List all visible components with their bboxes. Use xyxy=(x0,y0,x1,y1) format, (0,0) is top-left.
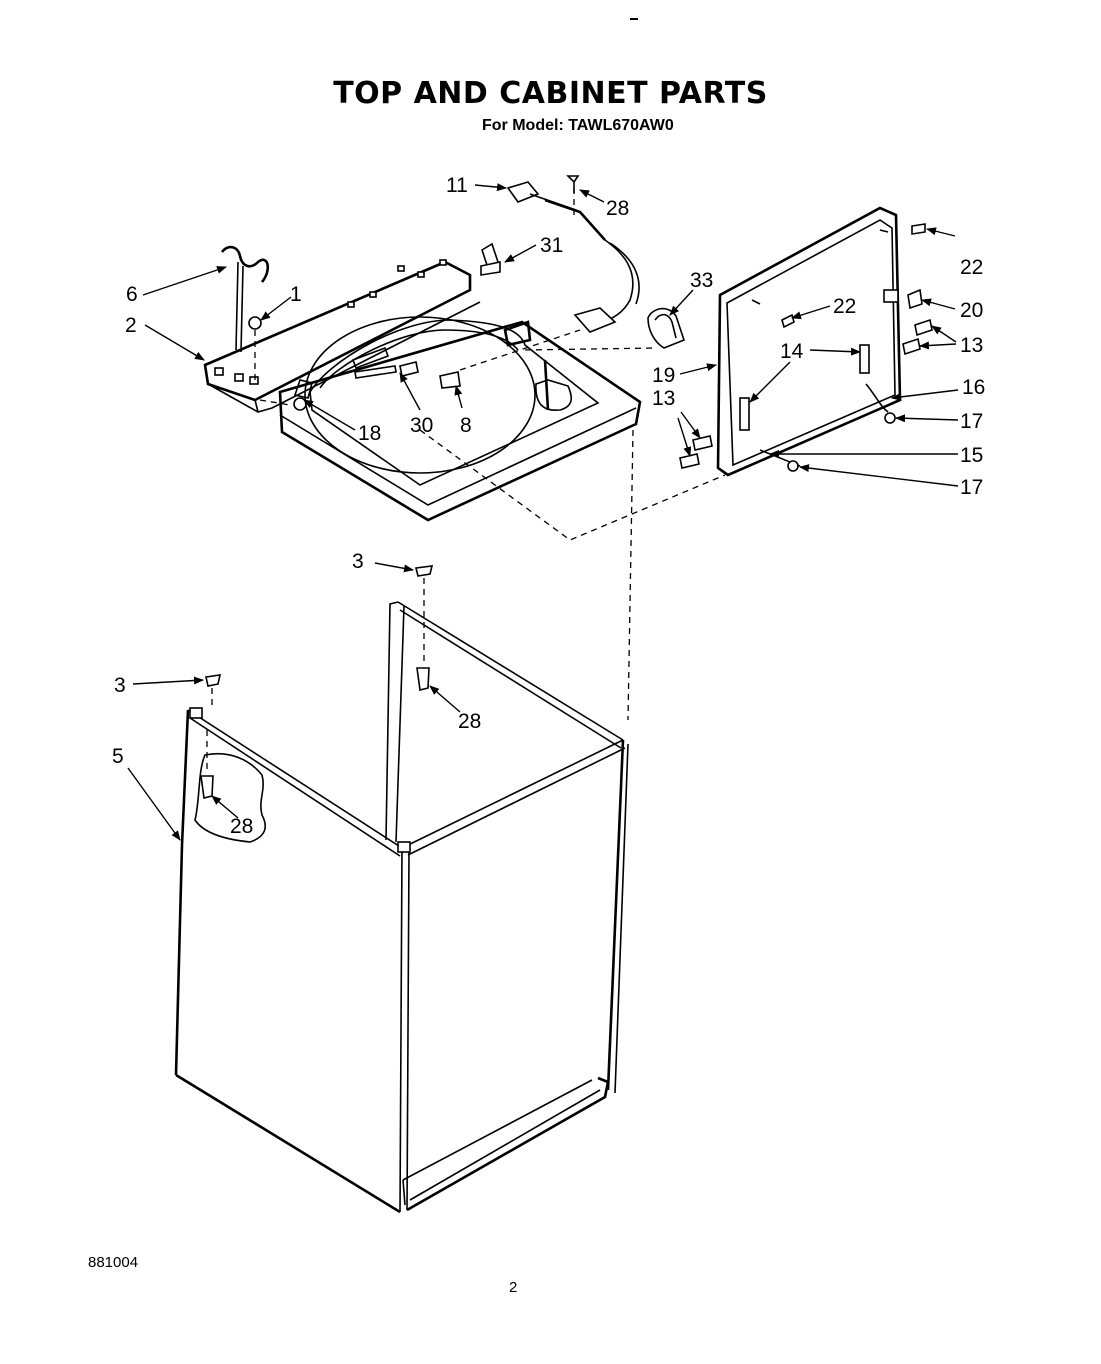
callout-28-low: 28 xyxy=(230,815,253,838)
callout-6: 6 xyxy=(126,283,138,306)
callout-leaders xyxy=(127,183,959,841)
callout-13-right: 13 xyxy=(960,334,983,357)
cap-part xyxy=(647,307,685,349)
callout-2: 2 xyxy=(125,314,137,337)
lid-panel-part xyxy=(716,206,902,477)
callout-31: 31 xyxy=(540,234,563,257)
lid-switch-harness xyxy=(506,175,640,333)
callout-3-upper: 3 xyxy=(352,550,364,573)
lid-hardware xyxy=(679,223,933,472)
cabinet-part xyxy=(174,601,629,1214)
callout-19: 19 xyxy=(652,364,675,387)
callout-15: 15 xyxy=(960,444,983,467)
assembly-dashline-3 xyxy=(627,429,634,721)
assembly-dashline-2 xyxy=(524,347,656,351)
callout-8: 8 xyxy=(460,414,472,437)
stray-mark xyxy=(630,18,638,20)
document-code: 881004 xyxy=(88,1254,139,1271)
callout-22-right: 22 xyxy=(960,256,983,279)
callout-33: 33 xyxy=(690,269,713,292)
callout-28-top: 28 xyxy=(606,197,629,220)
cabinet-hardware xyxy=(200,565,434,799)
page-number: 2 xyxy=(509,1279,518,1296)
callout-13-left: 13 xyxy=(652,387,675,410)
callout-labels: 11 28 31 33 6 1 2 18 30 8 22 22 20 14 13… xyxy=(112,174,985,838)
callout-3-lower: 3 xyxy=(114,674,126,697)
callout-17-lower: 17 xyxy=(960,476,983,499)
callout-1: 1 xyxy=(290,283,302,306)
callout-16: 16 xyxy=(962,376,985,399)
callout-22-inner: 22 xyxy=(833,295,856,318)
callout-30: 30 xyxy=(410,414,433,437)
page-title: TOP AND CABINET PARTS xyxy=(333,76,768,111)
model-subtitle: For Model: TAWL670AW0 xyxy=(482,117,674,134)
callout-17-upper: 17 xyxy=(960,410,983,433)
hinge-plate-part xyxy=(203,259,481,413)
hinge-spring-part xyxy=(220,245,270,385)
callout-28-mid: 28 xyxy=(458,710,481,733)
callout-14: 14 xyxy=(780,340,804,363)
assembly-dashline xyxy=(419,429,726,541)
callout-5: 5 xyxy=(112,745,124,768)
callout-11: 11 xyxy=(446,174,468,197)
callout-18: 18 xyxy=(358,422,381,445)
callout-20: 20 xyxy=(960,299,983,322)
wire-clip-part xyxy=(480,242,501,276)
top-assembly xyxy=(278,316,642,522)
